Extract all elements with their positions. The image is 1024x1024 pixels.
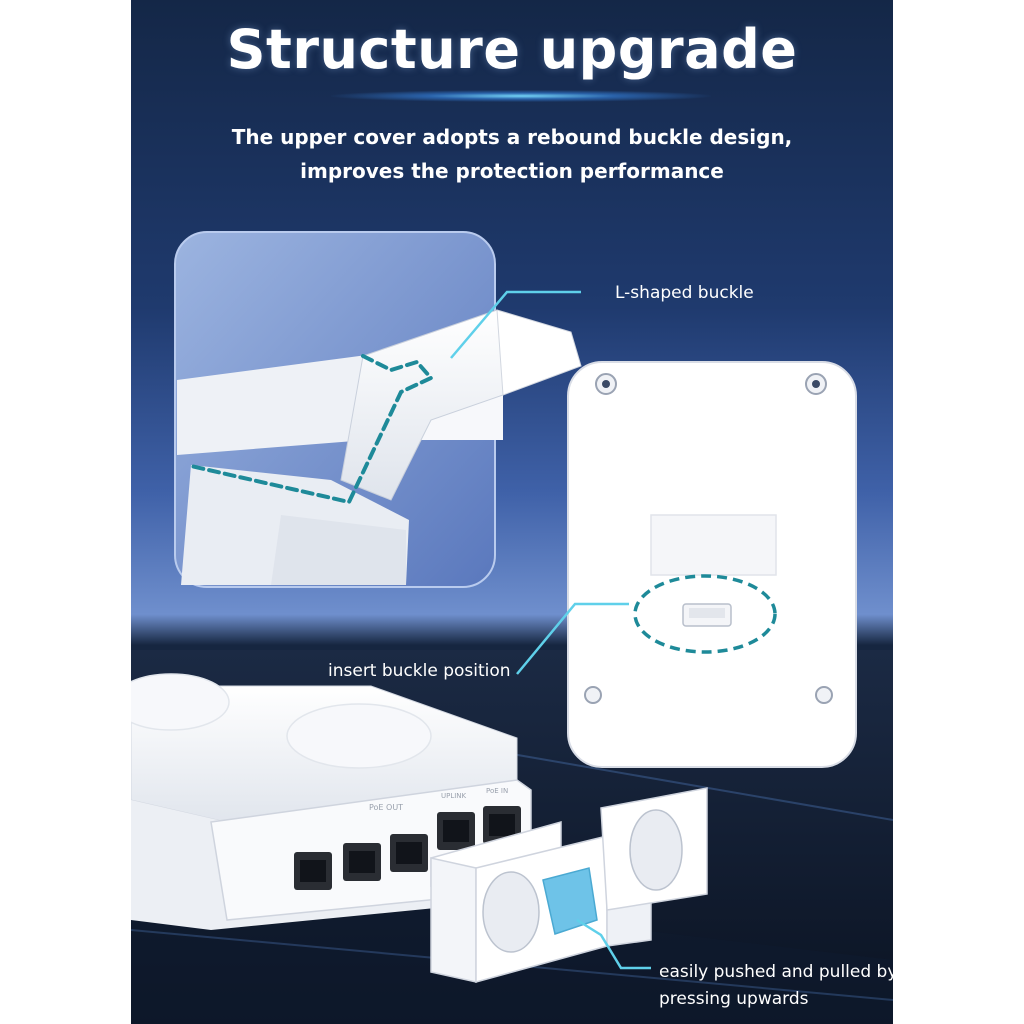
title-glow-decoration [331, 90, 711, 102]
poe-in-port-label: PoE IN [486, 787, 508, 795]
push-pull-callout: easily pushed and pulled by pressing upw… [659, 959, 893, 1013]
uplink-port-label: UPLINK [441, 792, 467, 800]
l-shaped-buckle-callout: L-shaped buckle [615, 283, 754, 303]
push-pull-callout-line-1: easily pushed and pulled by [659, 962, 893, 982]
insert-buckle-position-callout: insert buckle position [328, 661, 511, 681]
switch-device: PoE OUT UPLINK PoE IN [131, 673, 708, 983]
poe-out-port-label: PoE OUT [369, 803, 403, 812]
product-image-panel: PoE OUT UPLINK PoE IN Structure upgrade … [131, 0, 893, 1024]
subtitle-line-2: improves the protection performance [300, 159, 724, 183]
ethernet-ports [294, 806, 521, 890]
page-title: Structure upgrade [226, 18, 798, 81]
buckle-inset [174, 231, 582, 588]
subtitle-line-1: The upper cover adopts a rebound buckle … [231, 125, 793, 149]
push-pull-callout-line-2: pressing upwards [659, 989, 809, 1009]
product-illustration: PoE OUT UPLINK PoE IN [131, 231, 893, 1024]
wall-mount-plate [516, 361, 857, 768]
